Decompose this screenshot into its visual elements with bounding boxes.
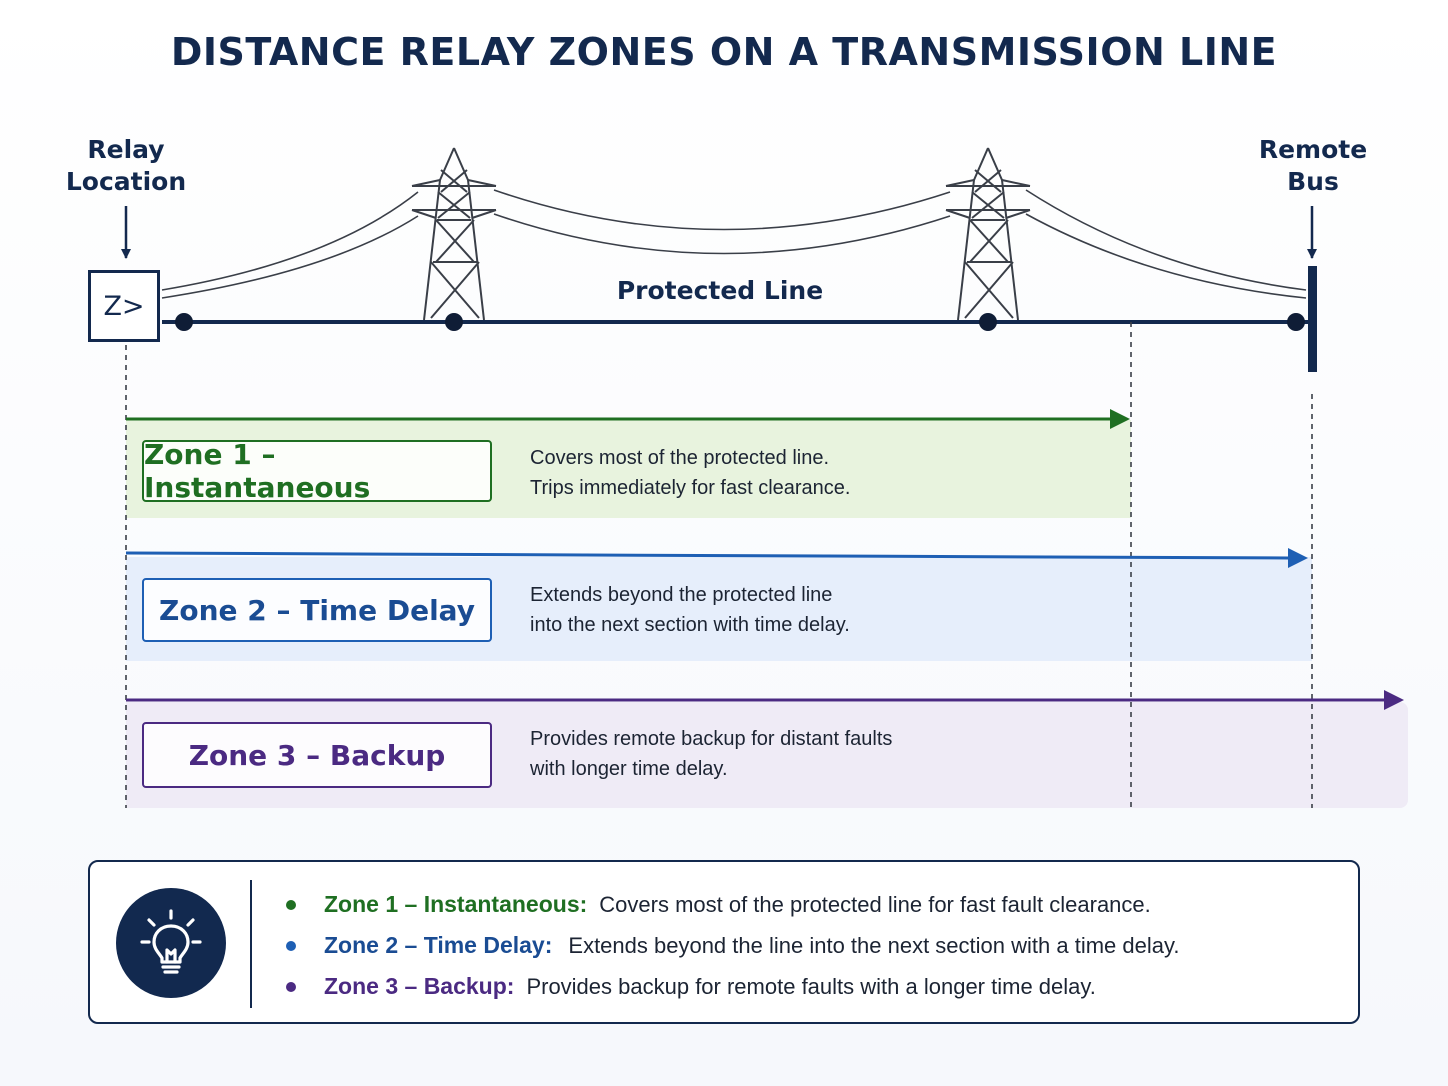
zone-2-arrowhead — [1288, 548, 1308, 568]
transmission-tower-2 — [945, 147, 1031, 321]
zone-1-arrowhead — [1110, 409, 1130, 429]
relay-symbol: Z> — [103, 290, 145, 322]
summary-item-zone-2: Zone 2 – Time Delay: Extends beyond the … — [286, 925, 1179, 966]
remote-bus-line2: Bus — [1287, 167, 1339, 196]
relay-location-line1: Relay — [87, 135, 165, 164]
summary-zone-3-name: Zone 3 – Backup: — [324, 973, 515, 999]
remote-bus-bar — [1308, 266, 1317, 372]
zone-2-label: Zone 2 – Time Delay — [142, 578, 492, 642]
remote-bus-label: Remote Bus — [1250, 134, 1376, 198]
summary-item-zone-1: Zone 1 – Instantaneous: Covers most of t… — [286, 884, 1179, 925]
zone-2-reach-arrow — [125, 551, 1289, 560]
zone-2-desc-line1: Extends beyond the protected line — [530, 584, 833, 606]
line-node — [175, 313, 193, 331]
summary-list: Zone 1 – Instantaneous: Covers most of t… — [286, 884, 1179, 1007]
zone-1-label: Zone 1 – Instantaneous — [142, 438, 492, 504]
lightbulb-icon — [116, 888, 226, 998]
zone-3-arrowhead — [1384, 690, 1404, 710]
tower-2-node — [979, 313, 997, 331]
relay-symbol-box: Z> — [88, 270, 160, 342]
remote-bus-node — [1287, 313, 1305, 331]
page-title: DISTANCE RELAY ZONES ON A TRANSMISSION L… — [170, 30, 1278, 74]
tower-1-node — [445, 313, 463, 331]
zone-1-bullet — [286, 899, 296, 910]
summary-divider — [250, 880, 252, 1008]
protected-line-label: Protected Line — [616, 276, 824, 305]
relay-location-line2: Location — [65, 167, 187, 196]
remote-bus-line1: Remote — [1258, 135, 1368, 164]
zone-3-bullet — [286, 981, 296, 992]
summary-zone-1-name: Zone 1 – Instantaneous: — [324, 891, 588, 917]
zone-2-description: Extends beyond the protected line into t… — [530, 580, 850, 640]
zone-3-desc-line2: with longer time delay. — [530, 758, 728, 780]
relay-location-label: Relay Location — [60, 134, 192, 198]
summary-item-zone-3: Zone 3 – Backup: Provides backup for rem… — [286, 966, 1179, 1007]
zone-2-desc-line2: into the next section with time delay. — [530, 614, 850, 636]
zone-2-bullet — [286, 940, 296, 951]
summary-zone-3-text: Provides backup for remote faults with a… — [526, 973, 1096, 999]
summary-panel: Zone 1 – Instantaneous: Covers most of t… — [88, 860, 1360, 1024]
zone-3-description: Provides remote backup for distant fault… — [530, 724, 892, 784]
transmission-tower-1 — [411, 147, 497, 321]
zone-3-desc-line1: Provides remote backup for distant fault… — [530, 728, 893, 750]
summary-zone-2-name: Zone 2 – Time Delay: — [324, 932, 553, 958]
zone-1-desc-line2: Trips immediately for fast clearance. — [530, 477, 851, 499]
overhead-conductors — [161, 189, 1307, 299]
zone-1-description: Covers most of the protected line. Trips… — [530, 443, 850, 503]
zone-3-label: Zone 3 – Backup — [142, 722, 492, 788]
summary-zone-2-text: Extends beyond the line into the next se… — [568, 932, 1180, 958]
zone-1-desc-line1: Covers most of the protected line. — [530, 447, 830, 469]
summary-zone-1-text: Covers most of the protected line for fa… — [599, 891, 1151, 917]
